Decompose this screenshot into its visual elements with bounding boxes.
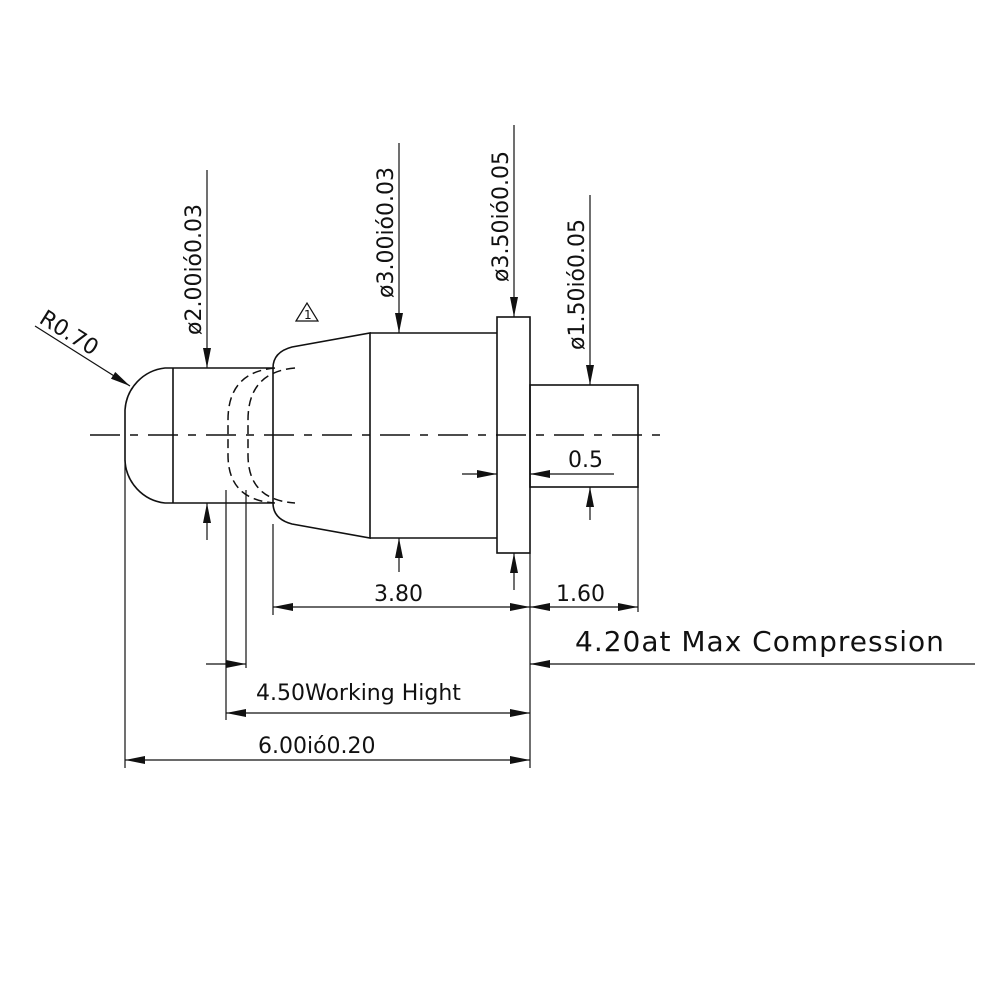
tail-diameter-label: ø1.50ió0.05 [565, 219, 590, 350]
barrel-length-label: 3.80 [374, 582, 423, 607]
overall-length-label: 6.00ió0.20 [258, 734, 376, 759]
plunger-tip [124, 367, 173, 504]
barrel-diameter-label: ø3.00ió0.03 [374, 167, 399, 298]
working-height-label: 4.50Working Hight [256, 681, 461, 706]
flange-diameter-label: ø3.50ió0.05 [489, 151, 514, 282]
max-compression-label: 4.20at Max Compression [575, 625, 945, 658]
plunger-diameter-label: ø2.00ió0.03 [182, 204, 207, 335]
tip-radius-leader [34, 325, 131, 387]
flange-thickness-label: 0.5 [568, 448, 603, 473]
svg-text:1: 1 [304, 308, 312, 322]
tail-length-label: 1.60 [556, 582, 605, 607]
revision-triangle-icon: 1 [294, 301, 320, 322]
barrel-body [370, 332, 497, 539]
tip-radius-label: R0.70 [35, 306, 103, 361]
tail [529, 384, 639, 488]
